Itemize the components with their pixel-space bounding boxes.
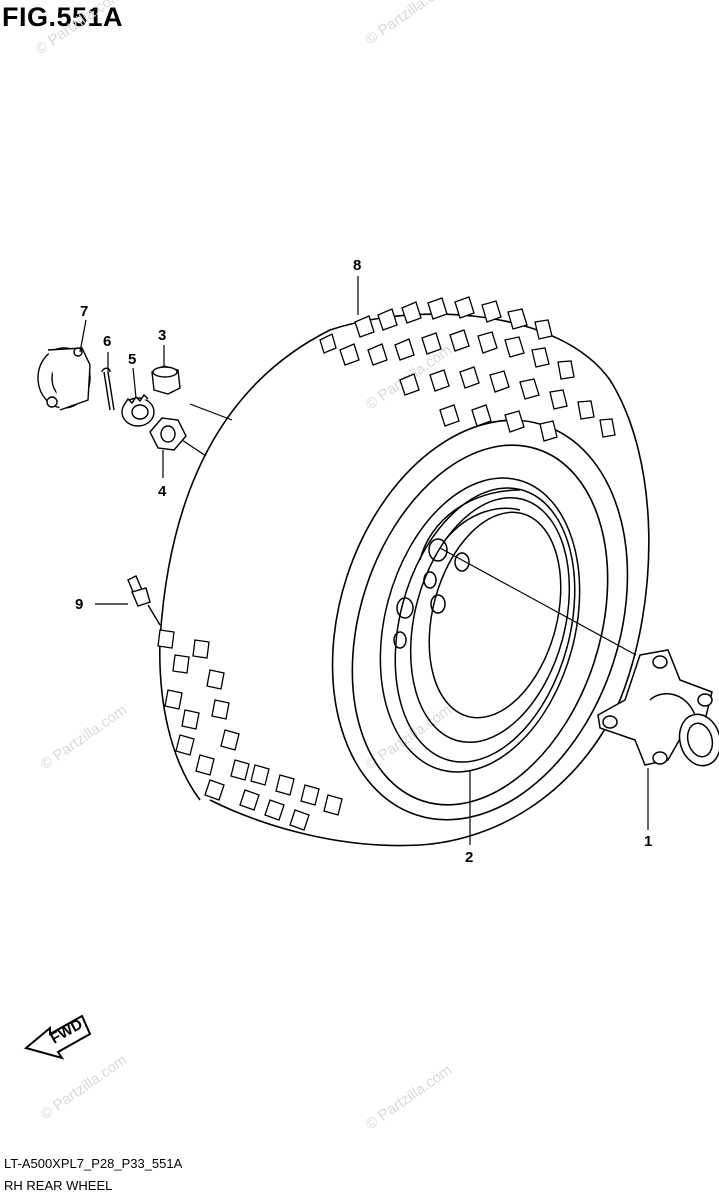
leader-lines — [79, 276, 649, 845]
callout-1: 1 — [644, 833, 652, 850]
callout-2: 2 — [465, 849, 473, 866]
watermark: © Partzilla.com — [38, 701, 131, 773]
figure-title: FIG.551A — [2, 2, 124, 32]
callout-6: 6 — [103, 333, 111, 350]
watermark: © Partzilla.com — [33, 0, 126, 58]
wheel-rim — [379, 477, 581, 773]
watermark-layer: © Partzilla.com © Partzilla.com © Partzi… — [33, 0, 456, 1133]
watermark: © Partzilla.com — [363, 1061, 456, 1133]
wheel-nut — [151, 365, 181, 395]
callout-7: 7 — [80, 303, 88, 320]
callout-8: 8 — [353, 257, 361, 274]
figure-code: LT-A500XPL7_P28_P33_551A — [4, 1156, 183, 1171]
callout-5: 5 — [128, 351, 136, 368]
tire-valve — [127, 575, 161, 626]
lock-washer — [149, 417, 187, 451]
watermark: © Partzilla.com — [38, 1051, 131, 1123]
callout-labels: 1 2 3 4 5 6 7 8 9 — [75, 257, 652, 866]
callout-4: 4 — [158, 483, 167, 500]
forward-arrow: FWD — [23, 1014, 92, 1060]
hub-cap — [37, 347, 91, 411]
cotter-pin — [101, 367, 115, 411]
castle-nut — [121, 393, 155, 427]
figure-name: RH REAR WHEEL — [4, 1178, 113, 1193]
wheel-hub — [597, 649, 719, 767]
callout-9: 9 — [75, 596, 83, 613]
tire-tread-bottom — [157, 629, 343, 831]
watermark: © Partzilla.com — [363, 0, 456, 48]
tire-tread-top — [319, 296, 616, 442]
callout-3: 3 — [158, 327, 166, 344]
